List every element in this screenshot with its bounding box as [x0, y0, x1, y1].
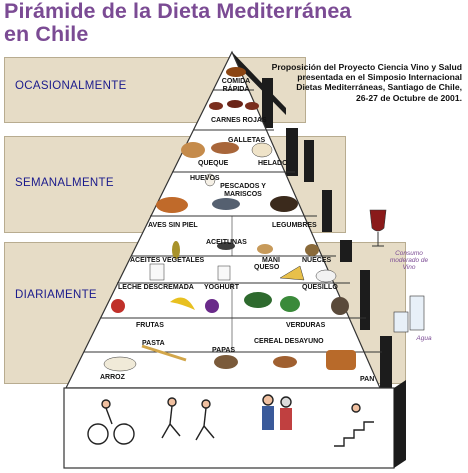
label-papas: PAPAS	[212, 347, 236, 354]
label-helado: HELADO	[258, 160, 288, 167]
proposal-line-3: Dietas Mediterráneas, Santiago de Chile,	[296, 82, 462, 93]
label-nueces: NUECES	[302, 257, 332, 264]
wine-glass-icon	[369, 209, 387, 247]
wine-caption: Consumo moderado de Vino	[389, 250, 429, 271]
title-line-1: Pirámide de la Dieta Mediterránea	[4, 0, 352, 23]
label-pan: PAN	[360, 376, 375, 383]
label-arroz: ARROZ	[100, 374, 125, 381]
water-caption: Agua	[416, 335, 432, 342]
proposal-line-2: presentada en el Simposio Internacional	[297, 72, 462, 83]
proposal-line-1: Proposición del Proyecto Ciencia Vino y …	[271, 62, 462, 72]
label-pasta: PASTA	[142, 340, 165, 347]
label-leche: LECHE DESCREMADA	[118, 284, 194, 291]
band-label-weekly: SEMANALMENTE	[15, 177, 114, 189]
label-carnes-rojas: CARNES ROJAS	[211, 117, 267, 124]
label-quesillo: QUESILLO	[302, 284, 338, 291]
band-label-daily: DIARIAMENTE	[15, 289, 97, 301]
water-glass-icon	[393, 295, 425, 333]
label-aceitunas: ACEITUNAS	[206, 239, 247, 246]
page-title: Pirámide de la Dieta Mediterránea en Chi…	[4, 0, 351, 46]
label-comida-rapida: COMIDA RÁPIDA	[221, 78, 251, 93]
label-mani: MANÍ	[262, 257, 280, 264]
label-aceites: ACEITES VEGETALES	[130, 257, 205, 264]
label-legumbres: LEGUMBRES	[272, 222, 317, 229]
pyramid-steps	[262, 78, 392, 388]
title-line-2: en Chile	[4, 22, 89, 46]
tier-dividers	[84, 89, 382, 353]
label-galletas: GALLETAS	[228, 137, 266, 144]
proposal-line-4: 26-27 de Octubre de 2001.	[355, 92, 462, 103]
label-huevos: HUEVOS	[190, 175, 220, 182]
food-illustrations	[103, 67, 356, 372]
proposal-note: Proposición del Proyecto Ciencia Vino y …	[262, 62, 462, 103]
label-yoghurt: YOGHURT	[204, 284, 239, 291]
label-frutas: FRUTAS	[136, 322, 164, 329]
label-queque: QUEQUE	[198, 160, 229, 167]
label-aves: AVES SIN PIEL	[148, 222, 198, 229]
label-queso: QUESO	[254, 264, 280, 271]
band-label-occasional: OCASIONALMENTE	[15, 80, 127, 92]
label-pescados: PESCADOS Y MARISCOS	[220, 183, 266, 198]
label-cereal: CEREAL DESAYUNO	[254, 338, 324, 345]
pyramid-base	[63, 387, 395, 469]
activity-figures	[87, 394, 374, 447]
label-verduras: VERDURAS	[286, 322, 326, 329]
